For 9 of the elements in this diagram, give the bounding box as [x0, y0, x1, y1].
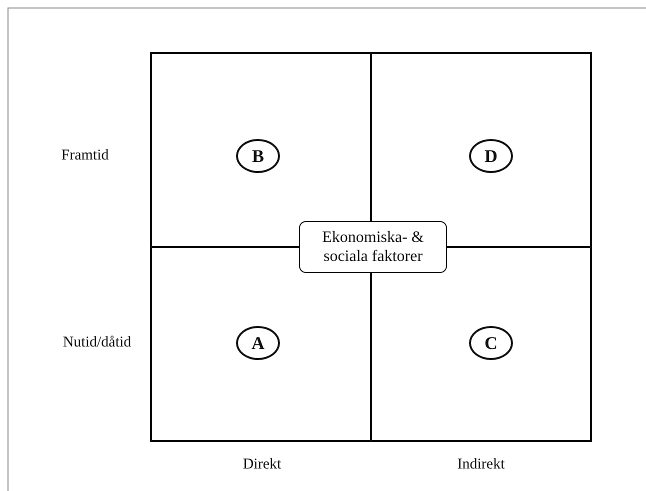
axis-label: Framtid — [61, 148, 109, 164]
axis-label: Direkt — [242, 456, 282, 474]
quadrant-marker: C — [469, 326, 513, 360]
quadrant-marker: B — [236, 139, 280, 173]
center-label-box: Ekonomiska- & sociala faktorer — [299, 221, 447, 273]
axis-label: Indirekt — [457, 456, 505, 474]
quadrant-marker: D — [469, 139, 513, 173]
quadrant-marker: A — [236, 326, 280, 360]
axis-label: Nutid/dåtid — [62, 334, 132, 352]
